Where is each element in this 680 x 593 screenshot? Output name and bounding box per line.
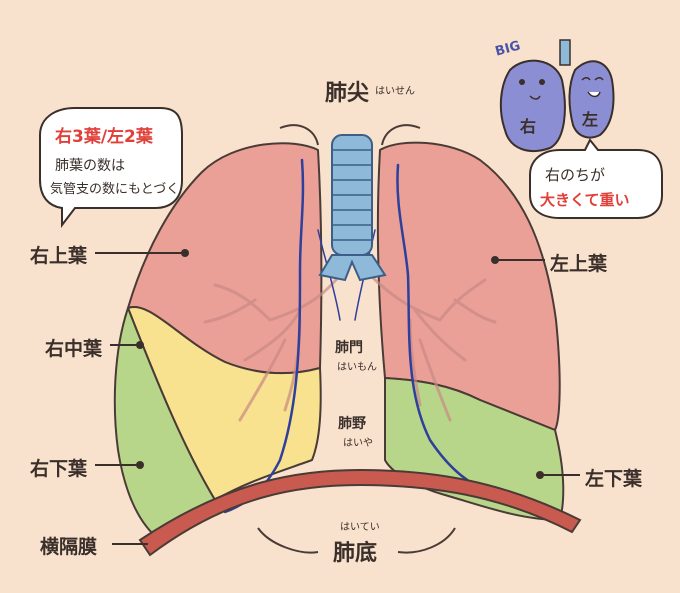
right-lung bbox=[113, 141, 565, 541]
label-base: 肺底 bbox=[333, 540, 377, 566]
base-bracket bbox=[257, 527, 456, 554]
callout-left-line2: 気管支の数にもとづく bbox=[50, 181, 179, 197]
label-right-lower: 右下葉 bbox=[29, 457, 88, 480]
bronchial-tree bbox=[203, 273, 497, 422]
diaphragm bbox=[138, 468, 582, 557]
label-apex: 肺尖 bbox=[325, 81, 369, 106]
callout-right: 右のちが 大きくて重い bbox=[529, 138, 663, 219]
label-left-upper: 左上葉 bbox=[550, 252, 608, 275]
label-right-middle: 右中葉 bbox=[44, 337, 103, 360]
label-right-upper: 右上葉 bbox=[29, 244, 88, 267]
label-diaphragm: 横隔膜 bbox=[40, 535, 97, 558]
callout-left: 右3葉/左2葉 肺葉の数は 気管支の数にもとづく bbox=[39, 107, 183, 228]
mini-lung-left-label: 左 bbox=[581, 110, 598, 129]
label-apex-reading: はいせん bbox=[375, 85, 415, 97]
label-hilum-reading: はいもん bbox=[337, 361, 377, 373]
mini-lungs: BIG 右 左 bbox=[494, 39, 615, 152]
callout-left-line1: 肺葉の数は bbox=[55, 158, 125, 174]
label-left-lower: 左下葉 bbox=[585, 467, 643, 490]
label-hilum: 肺門 bbox=[335, 340, 363, 356]
mini-lung-right-label: 右 bbox=[520, 117, 536, 136]
label-field-reading: はいや bbox=[343, 437, 373, 449]
callout-left-title: 右3葉/左2葉 bbox=[55, 126, 154, 147]
label-base-reading: はいてい bbox=[340, 521, 380, 533]
trachea bbox=[318, 134, 387, 282]
apex-brackets bbox=[279, 124, 421, 146]
big-tag: BIG bbox=[494, 39, 522, 60]
leader-lines bbox=[95, 252, 580, 545]
leader-dots bbox=[136, 249, 544, 479]
label-field: 肺野 bbox=[338, 416, 366, 432]
callout-right-line2: 大きくて重い bbox=[540, 191, 630, 209]
callout-right-line1: 右のちが bbox=[545, 166, 605, 184]
